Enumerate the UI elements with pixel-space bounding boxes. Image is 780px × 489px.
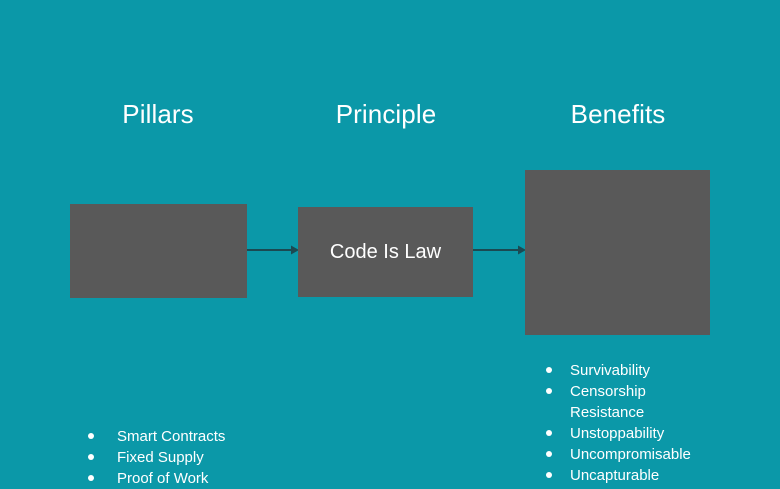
list-item-label: Unstoppability	[570, 425, 665, 442]
bullet-dot-icon	[88, 433, 94, 439]
arrow-right-icon	[247, 245, 299, 255]
bullet-dot-icon	[546, 367, 552, 373]
benefits-list: Survivability Censorship Resistance Unst…	[525, 360, 710, 486]
column-heading-principle: Principle	[335, 99, 437, 129]
diagram-canvas: Pillars Principle Benefits Smart Contrac…	[70, 99, 710, 487]
principle-box-title: Code Is Law	[329, 241, 442, 263]
bullet-dot-icon	[546, 388, 552, 394]
column-heading-benefits: Benefits	[570, 99, 666, 129]
principle-box[interactable]: Code Is Law	[298, 207, 473, 297]
list-item: Uncompromisable	[525, 444, 710, 465]
list-item-label: Censorship Resistance	[570, 383, 646, 421]
list-item: Survivability	[525, 360, 710, 381]
list-item: Unstoppability	[525, 423, 710, 444]
list-item-label: Survivability	[570, 362, 651, 379]
pillars-list: Smart Contracts Fixed Supply Proof of Wo…	[70, 426, 247, 489]
list-item: Proof of Work	[70, 468, 247, 489]
list-item-label: Smart Contracts	[117, 428, 226, 445]
list-item: Smart Contracts	[70, 426, 247, 447]
list-item-label: Uncompromisable	[570, 446, 691, 463]
column-heading-pillars: Pillars	[122, 99, 194, 129]
list-item-label: Uncapturable	[570, 467, 660, 484]
bullet-dot-icon	[88, 454, 94, 460]
list-item-label: Proof of Work	[117, 470, 209, 487]
bullet-dot-icon	[88, 475, 94, 481]
benefits-box[interactable]: Survivability Censorship Resistance Unst…	[525, 170, 710, 484]
bullet-dot-icon	[546, 430, 552, 436]
list-item: Uncapturable	[525, 465, 710, 486]
pillars-box[interactable]: Smart Contracts Fixed Supply Proof of Wo…	[70, 204, 247, 487]
list-item: Fixed Supply	[70, 447, 247, 468]
arrow-right-icon	[473, 245, 526, 255]
list-item-label: Fixed Supply	[117, 449, 204, 466]
bullet-dot-icon	[546, 451, 552, 457]
bullet-dot-icon	[546, 472, 552, 478]
list-item: Censorship Resistance	[525, 381, 710, 423]
